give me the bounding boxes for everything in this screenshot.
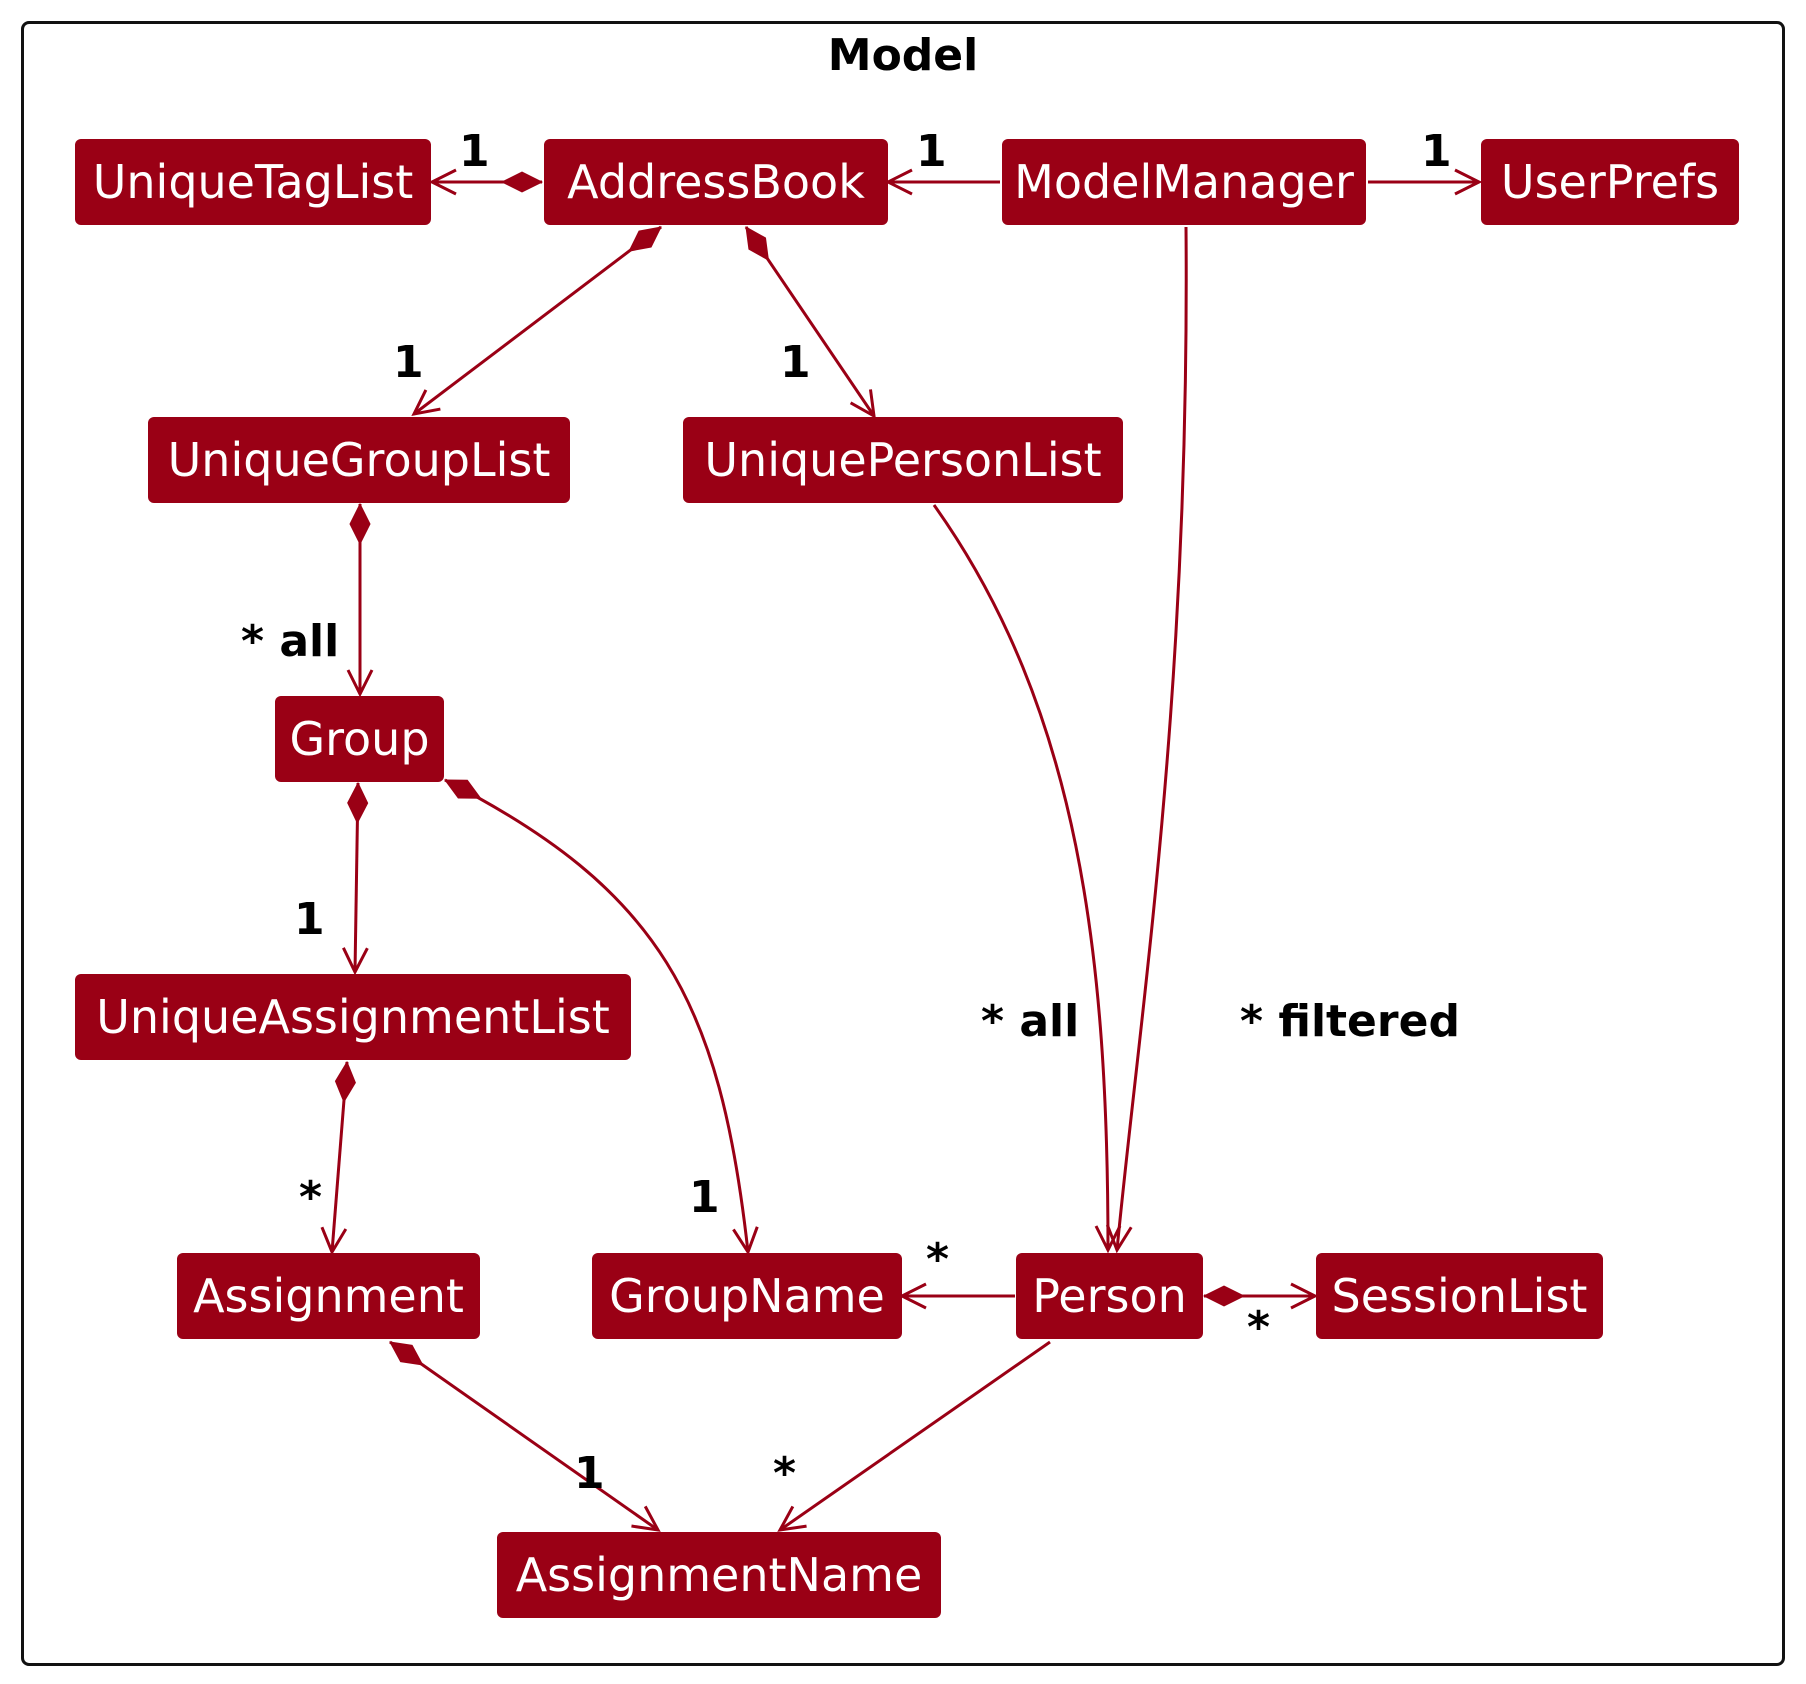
edge-group-groupname	[445, 778, 748, 1252]
edge-assignmentlist-assignment	[332, 1062, 347, 1252]
class-group-name[interactable]: GroupName	[592, 1253, 902, 1339]
class-assignment-name[interactable]: AssignmentName	[497, 1532, 941, 1618]
class-user-prefs[interactable]: UserPrefs	[1481, 139, 1739, 225]
edge-manager-person	[1105, 226, 1188, 1254]
class-session-list[interactable]: SessionList	[1316, 1253, 1603, 1339]
mult-group-assignmentlist: 1	[294, 894, 325, 945]
mult-manager-person: * filtered	[1240, 996, 1460, 1047]
mult-assignmentlist-assignment: *	[299, 1172, 323, 1223]
mult-addressbook-taglist: 1	[459, 126, 490, 177]
mult-person-groupname: *	[926, 1234, 950, 1285]
class-address-book[interactable]: AddressBook	[544, 139, 888, 225]
mult-person-assignmentname: *	[773, 1448, 797, 1499]
mult-manager-userprefs: 1	[1421, 126, 1452, 177]
class-unique-tag-list[interactable]: UniqueTagList	[75, 139, 431, 225]
class-model-manager[interactable]: ModelManager	[1002, 139, 1366, 225]
mult-group-groupname: 1	[689, 1172, 720, 1223]
model-package-frame	[21, 21, 1785, 1666]
mult-addressbook-personlist: 1	[780, 337, 811, 388]
edge-personlist-person	[932, 504, 1122, 1254]
edge-assignment-assignmentname	[390, 1340, 658, 1530]
mult-manager-addressbook: 1	[916, 126, 947, 177]
edge-addressbook-grouplist	[414, 225, 662, 414]
edge-group-assignmentlist	[355, 783, 358, 972]
mult-person-sessionlist: *	[1247, 1302, 1271, 1353]
class-unique-group-list[interactable]: UniqueGroupList	[148, 417, 570, 503]
class-assignment[interactable]: Assignment	[177, 1253, 480, 1339]
class-unique-person-list[interactable]: UniquePersonList	[683, 417, 1123, 503]
class-person[interactable]: Person	[1016, 1253, 1203, 1339]
mult-assignment-assignmentname: 1	[574, 1448, 605, 1499]
edge-addressbook-personlist	[744, 227, 874, 416]
mult-personlist-person: * all	[981, 996, 1080, 1047]
class-group[interactable]: Group	[275, 696, 444, 782]
package-title: Model	[827, 30, 979, 81]
edge-person-assignmentname	[777, 1340, 1051, 1532]
class-unique-assignment-list[interactable]: UniqueAssignmentList	[75, 974, 631, 1060]
mult-grouplist-group: * all	[241, 616, 340, 667]
mult-addressbook-grouplist: 1	[393, 337, 424, 388]
